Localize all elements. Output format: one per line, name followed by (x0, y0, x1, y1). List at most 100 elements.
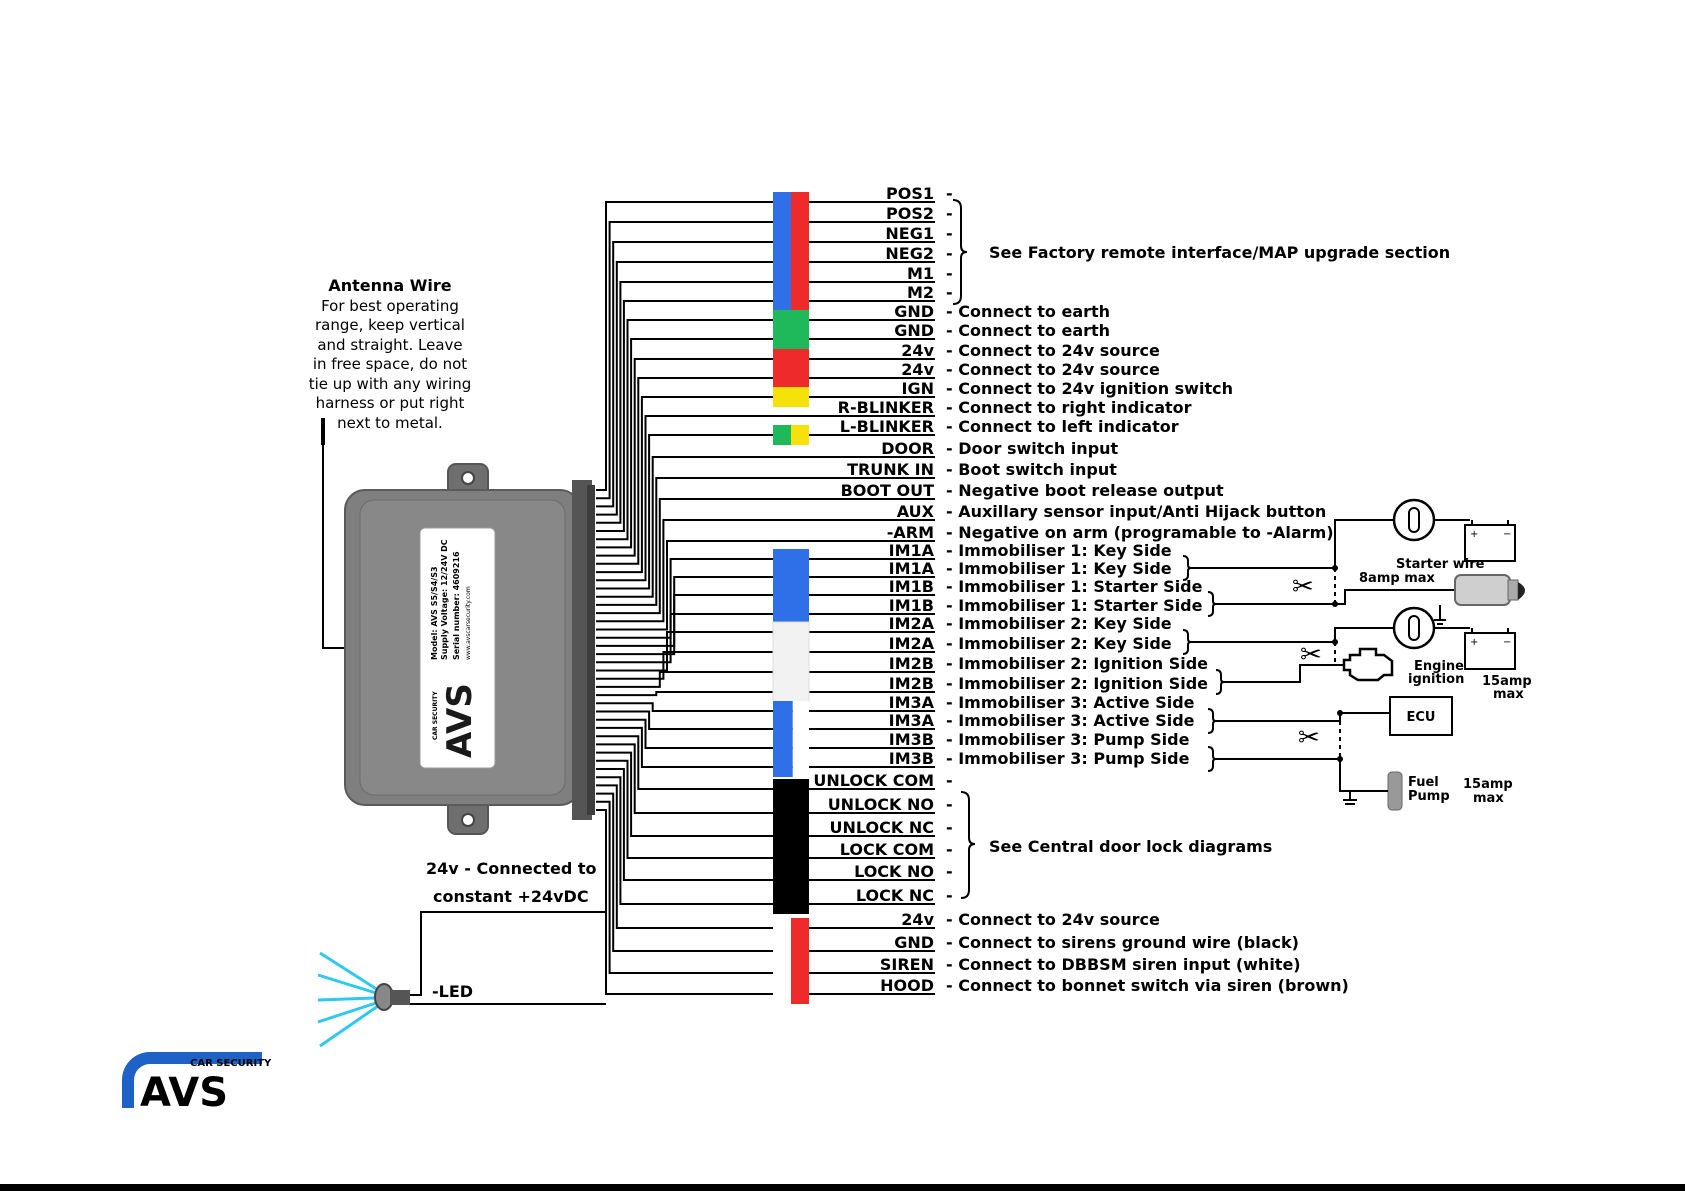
wire-desc-label: - Immobiliser 3: Active Side (946, 693, 1195, 712)
wire-name-label: IM3B (889, 749, 934, 768)
starter-wire-label: Starter wire (1396, 557, 1485, 572)
wire-desc-label: - Connect to 24v ignition switch (946, 379, 1233, 398)
wire-name-label: 24v (901, 341, 934, 360)
led-indicator: -LED (317, 951, 606, 1048)
wire-desc-label: - Connect to earth (946, 302, 1110, 321)
wire-name-label: IM2A (889, 614, 935, 633)
control-module: Model: AVS S5/S4/S3 Supply Voltage: 12/2… (344, 463, 595, 835)
wire-desc-label: - (946, 795, 953, 814)
color-band (773, 388, 809, 402)
wire-name-label: DOOR (881, 439, 934, 458)
wire-desc-label: - Connect to 24v source (946, 341, 1160, 360)
wire-desc-label: - Immobiliser 1: Key Side (946, 559, 1172, 578)
wire-desc-label: - Immobiliser 3: Active Side (946, 711, 1195, 730)
antenna-text-line: and straight. Leave (317, 336, 462, 354)
wire-name-label: LOCK NC (856, 886, 934, 905)
wire-desc-label: - (946, 204, 953, 223)
wire-name-label: UNLOCK COM (813, 771, 934, 790)
wire-name-label: IM2B (889, 654, 934, 673)
wire-desc-label: - (946, 771, 953, 790)
wire-name-label: BOOT OUT (841, 481, 934, 500)
logo-brand: AVS (140, 1070, 228, 1116)
antenna-text-line: next to metal. (337, 414, 443, 432)
wire-name-label: AUX (897, 502, 935, 521)
wire-name-label: R-BLINKER (838, 398, 934, 417)
group-note-factory-remote: See Factory remote interface/MAP upgrade… (989, 243, 1450, 262)
wire-desc-label: - (946, 840, 953, 859)
wire-name-label: IM3A (889, 693, 935, 712)
harness-wire (596, 456, 935, 598)
engine-icon (1342, 647, 1394, 682)
wire-name-label: GND (894, 321, 934, 340)
wire-name-label: GND (894, 933, 934, 952)
antenna-text-line: range, keep vertical (315, 316, 465, 334)
wire-desc-label: - Connect to sirens ground wire (black) (946, 933, 1299, 952)
antenna-text-line: in free space, do not (313, 355, 467, 373)
harness-wire (596, 519, 935, 623)
module-supply: Supply Voltage: 12/24V DC (440, 539, 449, 660)
antenna-note: Antenna Wire For best operating range, k… (309, 276, 472, 432)
wire-desc-label: - (946, 184, 953, 203)
wire-name-label: NEG2 (885, 244, 934, 263)
wire-desc-label: - Immobiliser 1: Key Side (946, 541, 1172, 560)
color-band (773, 310, 809, 330)
wire-desc-label: - (946, 244, 953, 263)
color-band (791, 192, 809, 311)
wire-desc-label: - Connect to bonnet switch via siren (br… (946, 976, 1349, 995)
wire-name-label: LOCK NO (854, 862, 934, 881)
wire-name-label: IM1B (889, 577, 934, 596)
wire-name-label: POS2 (886, 204, 934, 223)
harness-wire (596, 201, 935, 491)
harness-wire (596, 498, 935, 615)
scissors-icon: ✂ (1300, 640, 1322, 670)
ecu-box: ECU (1389, 696, 1453, 736)
wire-name-label: L-BLINKER (840, 417, 934, 436)
wire-name-label: IM1A (889, 541, 935, 560)
wire-desc-label: - Connect to 24v source (946, 360, 1160, 379)
antenna-wire (321, 418, 348, 649)
wire-desc-label: - Immobiliser 2: Ignition Side (946, 674, 1208, 693)
wire-desc-label: - Auxillary sensor input/Anti Hijack but… (946, 502, 1326, 521)
antenna-text-line: harness or put right (316, 394, 465, 412)
wire-name-label: M1 (907, 264, 934, 283)
wire-desc-label: - (946, 818, 953, 837)
wire-name-label: IM3A (889, 711, 935, 730)
starter-motor-icon (1434, 574, 1525, 625)
color-band (773, 349, 809, 369)
harness-wire (596, 576, 935, 647)
color-band (772, 621, 810, 703)
wire-desc-label: - Immobiliser 3: Pump Side (946, 749, 1190, 768)
ignition-key-icon (1392, 498, 1436, 542)
wire-name-label: IM1B (889, 596, 934, 615)
module-brand-sub: CAR SECURITY (432, 691, 439, 740)
ecu-label: ECU (1407, 710, 1436, 725)
wire-name-label: TRUNK IN (847, 460, 934, 479)
wire-desc-label: - Immobiliser 1: Starter Side (946, 596, 1203, 615)
color-band (792, 701, 809, 777)
svg-text:−: − (1503, 637, 1511, 648)
group-note-central-lock: See Central door lock diagrams (989, 837, 1272, 856)
harness-wire (596, 221, 935, 500)
harness-wire (596, 800, 935, 974)
antenna-text-line: For best operating (321, 297, 459, 315)
harness-wire (596, 415, 935, 582)
wire-name-label: LOCK COM (840, 840, 934, 859)
wire-desc-label: - Connect to DBBSM siren input (white) (946, 955, 1301, 974)
harness-wire (596, 558, 935, 639)
wire-name-label: IGN (902, 379, 934, 398)
wire-desc-label: - Immobiliser 3: Pump Side (946, 730, 1190, 749)
harness-wire (596, 702, 935, 712)
wire-name-label: HOOD (880, 976, 934, 995)
harness-wire (596, 718, 935, 749)
harness-wire (596, 540, 935, 631)
wire-desc-label: - (946, 224, 953, 243)
wire-name-label: 24v (901, 360, 934, 379)
color-band (791, 918, 809, 1004)
svg-text:+: + (1470, 529, 1478, 540)
wire-desc-label: - Connect to 24v source (946, 910, 1160, 929)
fuel-pump-icon (1340, 771, 1403, 811)
module-label-text: Model: AVS S5/S4/S3 Supply Voltage: 12/2… (430, 539, 480, 758)
color-band (773, 425, 791, 445)
battery-icon: + − (1464, 520, 1516, 562)
color-band (791, 425, 809, 445)
